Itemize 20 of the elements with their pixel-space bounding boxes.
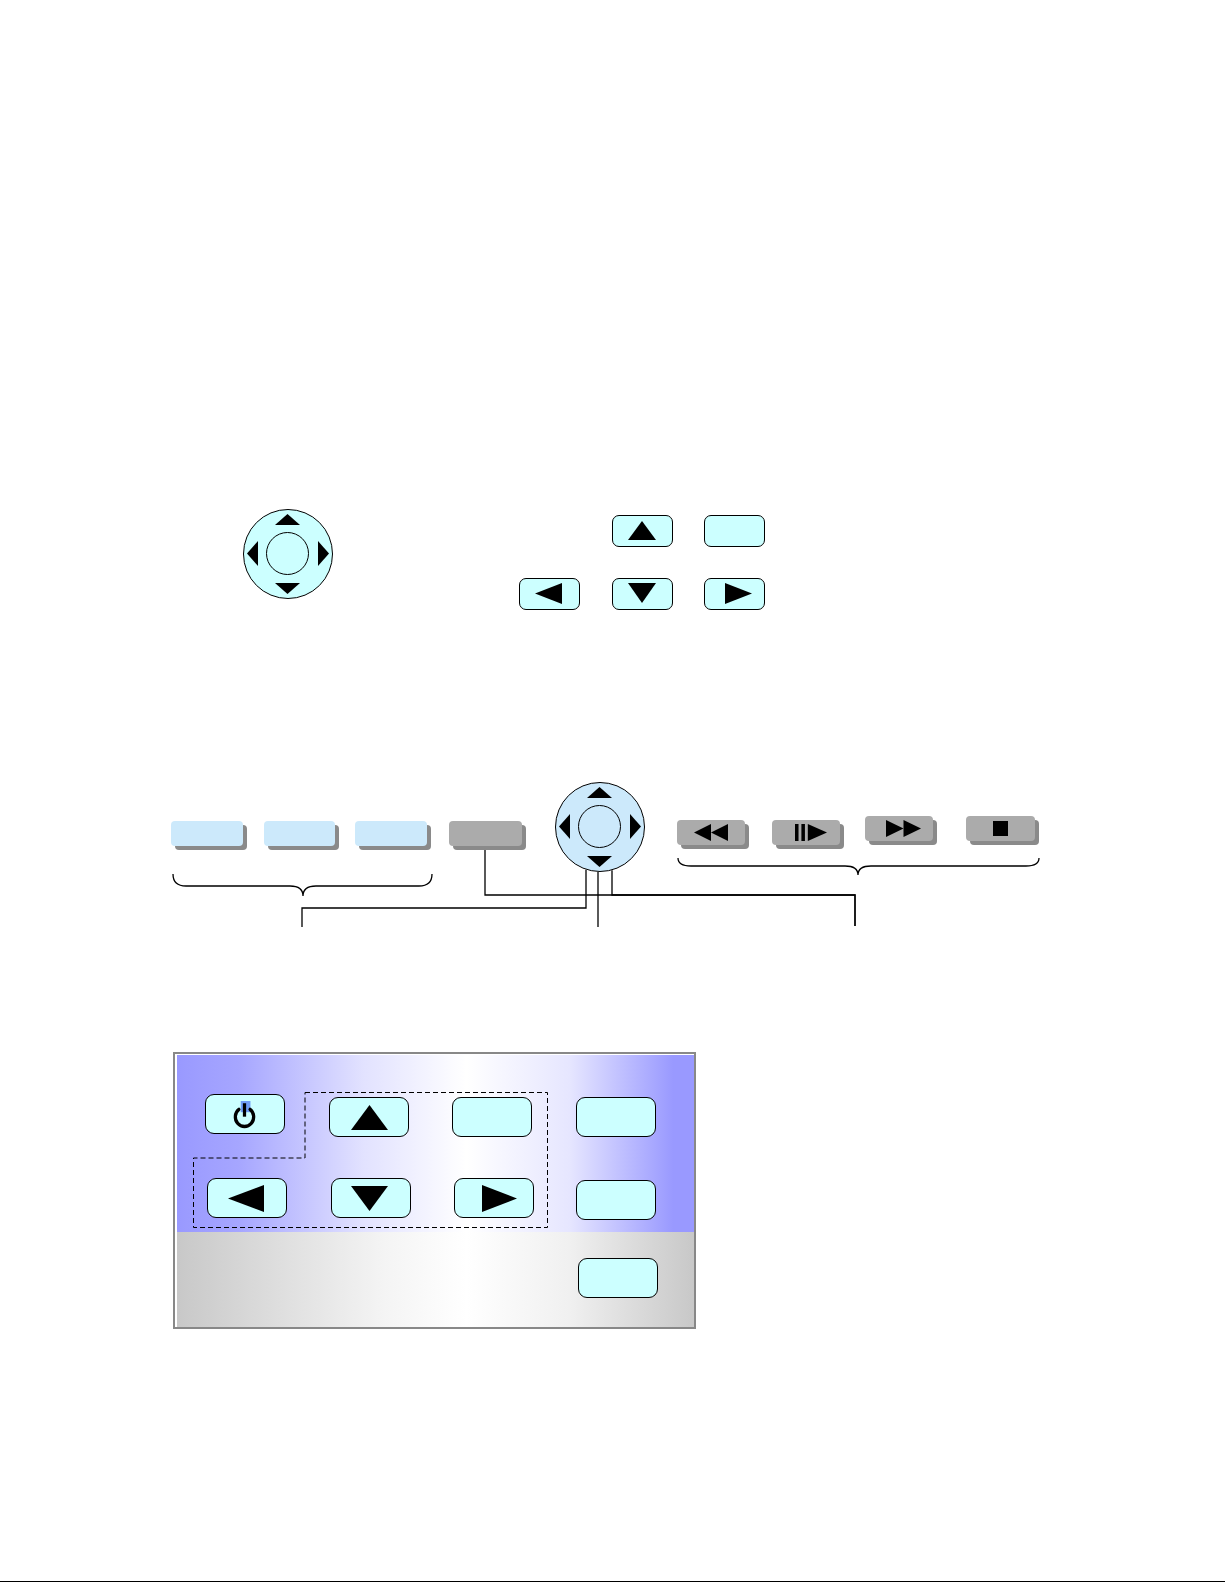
remote-panel xyxy=(173,1052,696,1329)
power-button xyxy=(205,1094,285,1134)
arrow-button xyxy=(331,1178,411,1218)
blank-button xyxy=(452,1097,532,1137)
blank-button xyxy=(576,1097,656,1137)
arrow-button xyxy=(207,1178,287,1218)
leader-line xyxy=(484,849,856,927)
lower-panel xyxy=(177,1232,694,1327)
blank-button xyxy=(704,515,765,547)
arrow-button xyxy=(612,515,673,547)
arrow-button xyxy=(454,1178,534,1218)
arrow-button xyxy=(704,578,765,610)
upper-panel xyxy=(177,1055,694,1232)
leader-line xyxy=(597,871,599,928)
blank-button xyxy=(578,1258,658,1298)
leader-line xyxy=(301,869,587,928)
blank-button xyxy=(576,1180,656,1220)
arrow-button xyxy=(612,578,673,610)
arrow-button xyxy=(519,578,580,610)
arrow-button xyxy=(329,1097,409,1137)
